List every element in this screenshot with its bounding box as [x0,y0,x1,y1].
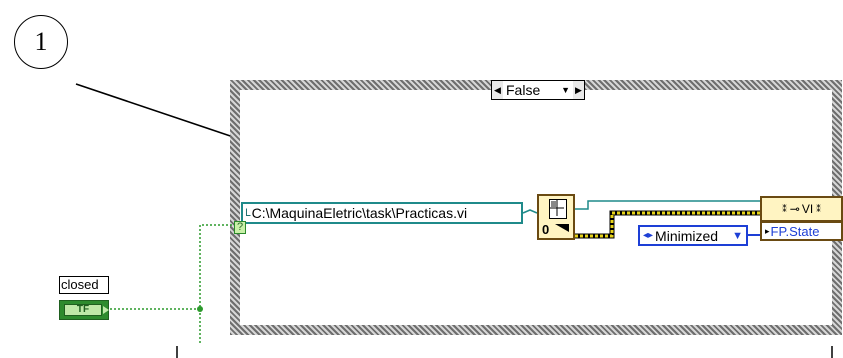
refnum-out-icon: ⁑ [816,203,821,214]
callout-number: 1 [34,27,48,56]
dropdown-triangle-icon[interactable]: ▼ [732,229,743,242]
property-node-class: VI [801,202,814,216]
closed-terminal-value-box: TF [64,304,102,316]
grid-window-icon-svg [550,200,564,216]
closed-label-text: closed [61,277,99,292]
path-wire [522,209,538,214]
case-selector[interactable]: ◀ False ▼ ▶ [491,80,585,100]
left-triangle-icon[interactable]: ◀ [492,81,503,99]
case-structure-frame[interactable] [230,80,842,335]
path-constant-value: C:\MaquinaEletric\task\Practicas.vi [251,205,468,221]
closed-terminal-value: TF [76,304,90,315]
closed-boolean-terminal[interactable]: TF [59,300,109,320]
tunnel-symbol: ? [236,221,244,233]
case-selector-value: False [506,82,541,98]
property-node-header: ⁑ ⊸ VI ⁑ [760,196,843,222]
enum-constant-value: Minimized [655,227,719,244]
dropdown-triangle-icon[interactable]: ▼ [561,85,570,95]
refnum-wire [575,200,760,210]
property-node-item[interactable]: ▸ FP.State [760,222,843,241]
property-node-property: FP.State [770,223,820,239]
grid-window-icon [549,199,567,219]
path-constant[interactable]: ᒪ C:\MaquinaEletric\task\Practicas.vi [241,202,523,224]
open-vi-ref-arrow-icon [555,224,569,232]
open-vi-reference-function[interactable]: 0 [537,194,575,240]
open-vi-ref-input: 0 [542,222,550,237]
case-selector-value-box[interactable]: False ▼ [503,81,573,99]
property-node[interactable]: ⁑ ⊸ VI ⁑ ▸ FP.State [760,196,843,243]
case-selector-tunnel[interactable]: ? [234,221,246,234]
reference-arrow-icon: ⊸ [789,202,800,216]
refnum-in-icon: ⁑ [782,203,787,214]
callout-circle: 1 [14,15,68,69]
error-wire-outline [575,210,760,239]
wire-junction-dot [197,306,203,312]
right-triangle-icon[interactable]: ▶ [573,81,584,99]
up-down-arrows-icon: ◂▸ [643,230,654,241]
enum-constant[interactable]: ◂▸ Minimized ▼ [638,225,748,246]
terminal-output-arrow-icon [103,306,109,314]
write-arrow-icon: ▸ [765,225,770,236]
boolean-wire [110,224,234,310]
path-glyph-icon: ᒪ [245,207,251,219]
closed-control-label: closed [59,276,109,294]
